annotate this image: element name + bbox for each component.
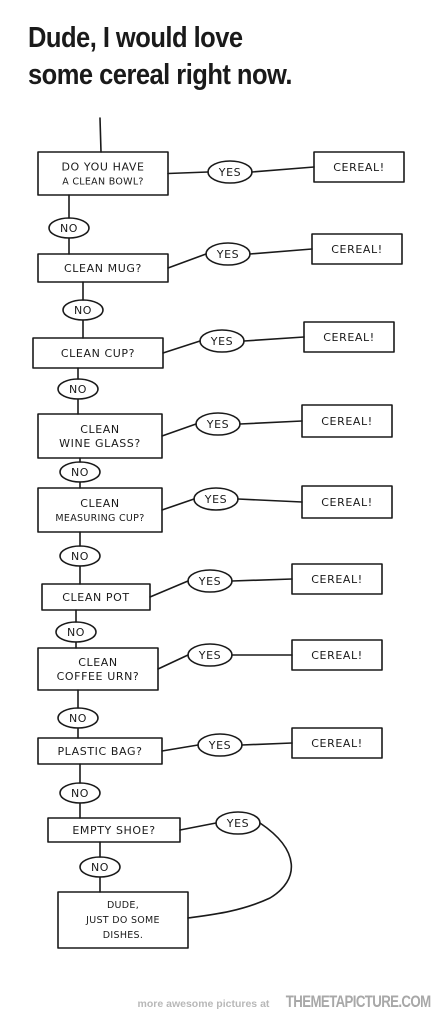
result-label-6: CEREAL! xyxy=(311,573,363,586)
result-connector-2 xyxy=(249,248,313,255)
final-text-2: JUST DO SOME xyxy=(85,915,160,926)
decision-text-2-1: CLEAN MUG? xyxy=(64,262,142,275)
result-label-8: CEREAL! xyxy=(311,737,363,750)
yes-label-5: YES xyxy=(204,493,227,506)
yes-label-8: YES xyxy=(208,739,231,752)
result-connector-1 xyxy=(251,166,315,173)
decision-text-7-1: CLEAN xyxy=(78,656,118,669)
result-box-7 xyxy=(291,639,383,671)
result-connector-8 xyxy=(241,742,293,746)
yes-connector-7 xyxy=(157,654,189,670)
result-label-5: CEREAL! xyxy=(321,496,373,509)
title-line-2: some cereal right now. xyxy=(28,59,293,91)
result-connector-3 xyxy=(243,336,305,342)
entry-line xyxy=(99,117,102,153)
decision-text-4-1: CLEAN xyxy=(80,423,120,436)
result-box-3 xyxy=(303,321,395,353)
yes-connector-1 xyxy=(167,171,209,175)
final-box xyxy=(57,891,189,949)
yes-label-6: YES xyxy=(198,575,221,588)
yes-connector-9 xyxy=(179,822,217,831)
decision-box-5 xyxy=(37,487,163,533)
result-box-1 xyxy=(313,151,405,183)
yes-connector-4 xyxy=(161,423,197,437)
decision-box-1 xyxy=(37,151,169,196)
no-label-7: NO xyxy=(69,712,87,725)
decision-text-7-2: COFFEE URN? xyxy=(57,670,140,683)
yes-label-2: YES xyxy=(216,248,239,261)
decision-text-3-1: CLEAN CUP? xyxy=(61,347,135,360)
decision-text-5-2: MEASURING CUP? xyxy=(55,513,144,524)
page-title: Dude, I would love some cereal right now… xyxy=(28,20,380,94)
watermark-prefix: more awesome pictures at xyxy=(137,998,270,1010)
watermark-site: THEMETAPICTURE.COM xyxy=(285,992,430,1011)
yes-connector-8 xyxy=(161,744,199,752)
yes-label-3: YES xyxy=(210,335,233,348)
yes-connector-2 xyxy=(167,253,207,269)
result-box-4 xyxy=(301,404,393,438)
yes-label-4: YES xyxy=(206,418,229,431)
result-box-8 xyxy=(291,727,383,759)
no-label-3: NO xyxy=(69,383,87,396)
result-box-5 xyxy=(301,485,393,519)
result-connector-4 xyxy=(239,420,303,425)
no-label-5: NO xyxy=(71,550,89,563)
yes-label-9: YES xyxy=(226,817,249,830)
no-label-6: NO xyxy=(67,626,85,639)
no-label-1: NO xyxy=(60,222,78,235)
result-label-7: CEREAL! xyxy=(311,649,363,662)
result-connector-6 xyxy=(231,578,293,582)
yes-connector-3 xyxy=(162,340,201,354)
yes-connector-6 xyxy=(149,580,189,598)
result-label-1: CEREAL! xyxy=(333,161,385,174)
watermark: more awesome pictures at THEMETAPICTURE.… xyxy=(0,992,431,1012)
yes-label-1: YES xyxy=(218,166,241,179)
yes-connector-5 xyxy=(161,498,195,511)
result-box-6 xyxy=(291,563,383,595)
no-label-2: NO xyxy=(74,304,92,317)
result-label-2: CEREAL! xyxy=(331,243,383,256)
no-label-9: NO xyxy=(91,861,109,874)
decision-text-1-2: A CLEAN BOWL? xyxy=(62,177,144,188)
result-label-4: CEREAL! xyxy=(321,415,373,428)
decision-text-1-1: DO YOU HAVE xyxy=(61,161,144,174)
final-text-1: DUDE, xyxy=(107,900,139,911)
yes-label-7: YES xyxy=(198,649,221,662)
result-connector-5 xyxy=(237,498,303,503)
no-label-8: NO xyxy=(71,787,89,800)
decision-box-7 xyxy=(37,647,159,691)
result-box-2 xyxy=(311,233,403,265)
title-line-1: Dude, I would love xyxy=(28,22,243,54)
decision-box-4 xyxy=(37,413,163,459)
decision-text-8-1: PLASTIC BAG? xyxy=(57,745,142,758)
decision-text-9-1: EMPTY SHOE? xyxy=(72,824,155,837)
shoe-yes-curve xyxy=(187,822,293,919)
decision-text-4-2: WINE GLASS? xyxy=(59,437,141,450)
no-label-4: NO xyxy=(71,466,89,479)
decision-text-5-1: CLEAN xyxy=(80,497,120,510)
final-text-3: DISHES. xyxy=(103,930,143,941)
result-label-3: CEREAL! xyxy=(323,331,375,344)
decision-text-6-1: CLEAN POT xyxy=(62,591,129,604)
